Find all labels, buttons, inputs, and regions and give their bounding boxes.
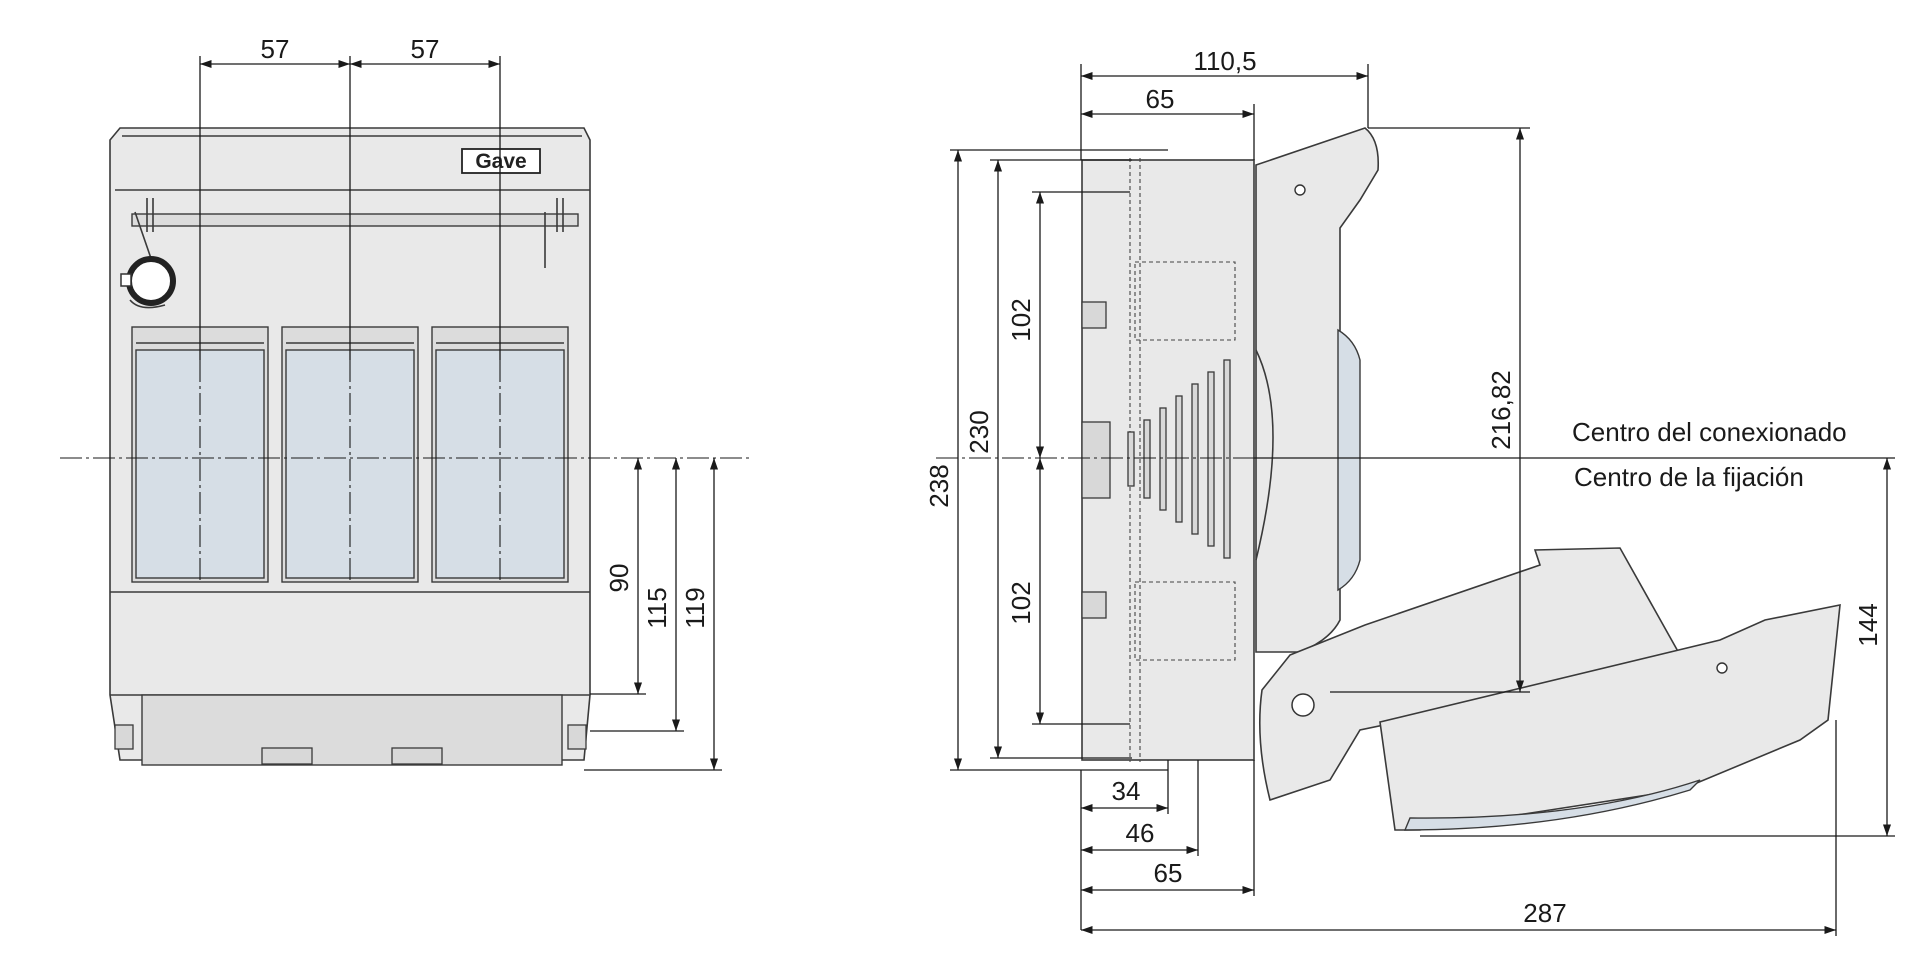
side-hidden-contact-top: [1134, 261, 1236, 341]
front-lock-icon: [120, 273, 132, 287]
side-mount-block: [1081, 421, 1111, 499]
dim-119: 119: [680, 587, 710, 628]
front-terminal-left: [261, 747, 313, 765]
dim-144: 144: [1853, 603, 1883, 646]
side-view: Centro del conexionado Centro de la fija…: [924, 46, 1895, 936]
gave-logo-text: Gave: [475, 150, 526, 173]
dim-115: 115: [642, 587, 672, 628]
front-knob: [126, 256, 176, 306]
gave-logo: [461, 148, 541, 174]
side-cover-open-a: [1259, 547, 1682, 802]
side-cover-window: [1337, 328, 1361, 592]
side-cover-arc: [1255, 349, 1274, 561]
side-open-hole: [1716, 662, 1728, 674]
dim-102-bottom: 102: [1006, 581, 1036, 624]
dim-102-top: 102: [1006, 298, 1036, 341]
dim-238: 238: [924, 464, 954, 507]
dim-46: 46: [1126, 818, 1155, 848]
dim-90: 90: [604, 564, 634, 593]
rib-7: [1223, 359, 1231, 559]
front-foot-left: [114, 724, 134, 750]
dim-65-bottom: 65: [1154, 858, 1183, 888]
dim-34: 34: [1112, 776, 1141, 806]
label-mounting-center: Centro de la fijación: [1574, 462, 1804, 492]
rib-6: [1207, 371, 1215, 547]
dim-216-82: 216,82: [1486, 370, 1516, 450]
front-view: Gave 57 57 90 115 119: [60, 34, 752, 771]
front-terminal-right: [391, 747, 443, 765]
rib-1: [1127, 431, 1135, 487]
dim-65-top: 65: [1146, 84, 1175, 114]
side-pivot-top: [1294, 184, 1306, 196]
dim-110-5: 110,5: [1193, 46, 1256, 76]
rib-3: [1159, 407, 1167, 511]
side-pivot-open: [1291, 693, 1315, 717]
side-hidden-contact-bottom: [1134, 581, 1236, 661]
front-foot-right: [567, 724, 587, 750]
label-connection-center: Centro del conexionado: [1572, 417, 1847, 447]
dim-287: 287: [1523, 898, 1566, 928]
dim-57-b: 57: [411, 34, 440, 64]
front-hinge-bar: [131, 213, 579, 227]
side-clip-bottom: [1081, 591, 1107, 619]
side-open-window: [1403, 779, 1701, 831]
rib-4: [1175, 395, 1183, 523]
rib-5: [1191, 383, 1199, 535]
dim-57-a: 57: [261, 34, 290, 64]
front-bottom-frame: [141, 694, 563, 766]
side-clip-top: [1081, 301, 1107, 329]
front-knob-arc: [129, 299, 166, 309]
rib-2: [1143, 419, 1151, 499]
dim-230: 230: [964, 410, 994, 453]
